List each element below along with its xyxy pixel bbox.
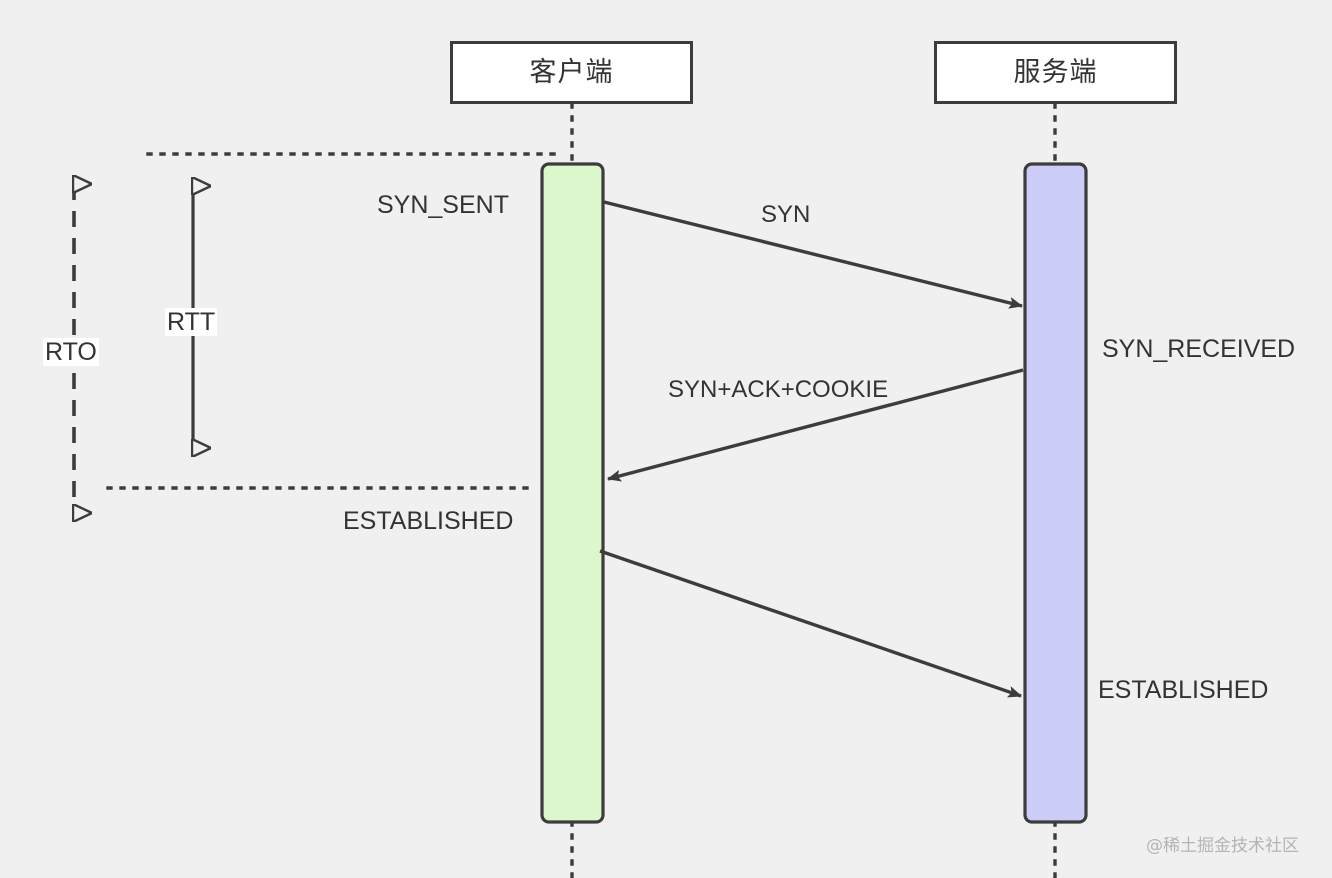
message-arrow-syn-ack-cookie (607, 368, 1024, 482)
participant-box-server[interactable]: 服务端 (934, 41, 1177, 104)
state-label-server-syn-received: SYN_RECEIVED (1102, 335, 1296, 363)
state-label-server-established: ESTABLISHED (1098, 676, 1269, 704)
measure-label-rto: RTO (43, 338, 99, 367)
state-label-client-syn-sent: SYN_SENT (377, 191, 509, 219)
state-label-client-established: ESTABLISHED (343, 507, 514, 535)
message-arrow-syn (603, 200, 1023, 309)
measure-label-rtt: RTT (165, 308, 218, 337)
watermark: @稀土掘金技术社区 (1146, 836, 1299, 856)
message-arrow-ack-data (599, 549, 1022, 698)
participant-box-client[interactable]: 客户端 (450, 41, 693, 104)
participant-label-client: 客户端 (529, 57, 614, 88)
activation-bar-client (540, 162, 605, 824)
activation-bar-server (1023, 162, 1088, 824)
message-label-syn-ack-cookie: SYN+ACK+COOKIE (668, 376, 889, 403)
message-label-syn: SYN (761, 201, 811, 228)
participant-label-server: 服务端 (1013, 57, 1098, 88)
